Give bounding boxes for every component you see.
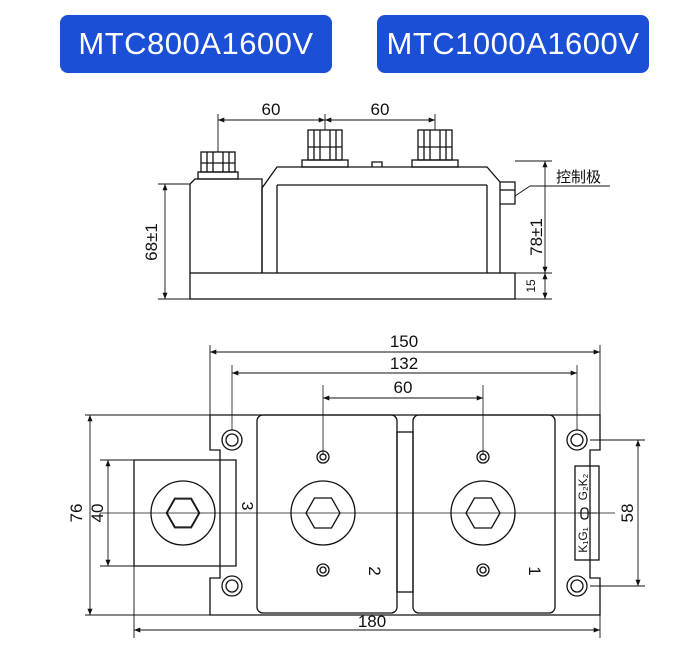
mount-hole-bottom-left: [221, 575, 243, 597]
dim-180: 180: [358, 612, 386, 631]
left-tab: [133, 459, 237, 567]
dim-top-right: 60: [371, 100, 390, 119]
dim-76: 76: [67, 504, 86, 523]
pin-label-k1g1: K₁G₁: [576, 527, 590, 552]
dim-top-left: 60: [262, 100, 281, 119]
pin-label-g2k2: G₂K₂: [576, 473, 590, 500]
terminal-label-3: 3: [238, 502, 255, 511]
dim-132: 132: [390, 354, 418, 373]
terminal-label-2: 2: [365, 566, 384, 575]
dim-40: 40: [88, 504, 107, 523]
base-plate: [189, 272, 516, 300]
screw-1-bottom: [476, 563, 490, 577]
dim-150: 150: [390, 332, 418, 351]
mount-hole-top-right: [566, 429, 588, 451]
side-nut-middle: [301, 129, 349, 168]
dim-height-78: 78±1: [527, 218, 546, 256]
dim-base-15: 15: [524, 279, 538, 293]
side-view: [158, 114, 610, 300]
housing-left-half: [256, 414, 398, 614]
screw-2-bottom: [316, 563, 330, 577]
side-nut-right: [411, 129, 459, 168]
dim-60: 60: [394, 378, 413, 397]
control-pin: [580, 507, 589, 520]
model-badge-mtc1000: MTC1000A1600V: [377, 15, 649, 73]
mount-hole-bottom-right: [566, 575, 588, 597]
side-nut-left: [197, 151, 239, 180]
main-housing: [261, 166, 501, 273]
base-outline: [209, 414, 601, 616]
dim-58: 58: [618, 504, 637, 523]
dim-height-68: 68±1: [142, 223, 161, 261]
housing-right-half: [412, 414, 556, 614]
center-divider: [396, 431, 414, 593]
control-label: 控制极: [556, 169, 601, 186]
terminal-label-1: 1: [525, 566, 544, 575]
top-view: [85, 345, 645, 638]
model-badge-mtc800: MTC800A1600V: [60, 15, 332, 73]
mount-hole-top-left: [221, 429, 243, 451]
left-block: [189, 178, 263, 273]
